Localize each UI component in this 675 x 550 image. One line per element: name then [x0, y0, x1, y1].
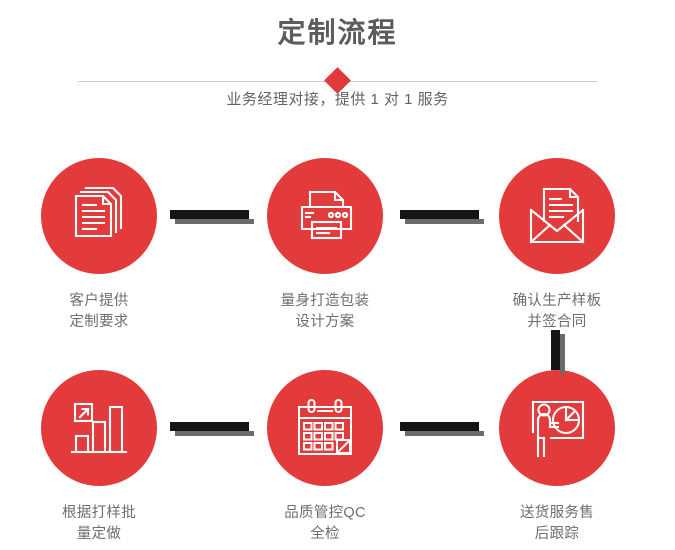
process-flow-section: 客户提供 定制要求 量身 [0, 130, 675, 550]
documents-stack-icon [67, 184, 131, 248]
connector-bar [400, 210, 479, 219]
connector-step2-step3 [400, 210, 484, 224]
presenter-pie-chart-icon [525, 396, 589, 460]
flow-step-2[interactable]: 量身打造包装 设计方案 [245, 158, 405, 333]
flow-step-6-circle[interactable] [499, 370, 615, 486]
page-title: 定制流程 [277, 17, 398, 48]
connector-step1-step2 [170, 210, 254, 224]
envelope-document-icon [525, 184, 589, 248]
flow-step-5-circle[interactable] [267, 370, 383, 486]
flow-step-2-circle[interactable] [267, 158, 383, 274]
flow-step-5[interactable]: 品质管控QC 全检 [245, 370, 405, 545]
flow-step-3-label: 确认生产样板 并签合同 [512, 293, 602, 330]
flow-step-1-label: 客户提供 定制要求 [69, 293, 129, 330]
calendar-check-icon [293, 396, 357, 460]
connector-shadow [405, 431, 484, 436]
connector-shadow [405, 219, 484, 224]
flow-step-4-label: 根据打样批 量定做 [62, 505, 136, 542]
connector-bar [551, 330, 560, 370]
flow-step-4[interactable]: 根据打样批 量定做 [19, 370, 179, 545]
connector-shadow [560, 334, 565, 374]
connector-shadow [175, 219, 254, 224]
connector-step5-step6 [400, 422, 484, 436]
connector-step4-step5 [170, 422, 254, 436]
flow-step-1-circle[interactable] [41, 158, 157, 274]
page-subtitle: 业务经理对接，提供 1 对 1 服务 [226, 91, 449, 108]
connector-bar [170, 422, 249, 431]
connector-bar [400, 422, 479, 431]
connector-shadow [175, 431, 254, 436]
bar-chart-growth-icon [67, 396, 131, 460]
flow-step-3-circle[interactable] [499, 158, 615, 274]
divider [78, 67, 597, 94]
header-section: 定制流程 业务经理对接，提供 1 对 1 服务 [0, 0, 675, 130]
connector-bar [170, 210, 249, 219]
connector-step3-step6 [551, 330, 565, 374]
flow-step-2-label: 量身打造包装 设计方案 [280, 293, 370, 330]
flow-step-1[interactable]: 客户提供 定制要求 [19, 158, 179, 333]
flow-step-4-circle[interactable] [41, 370, 157, 486]
flow-step-3[interactable]: 确认生产样板 并签合同 [477, 158, 637, 333]
printer-icon [293, 184, 357, 248]
flow-step-6[interactable]: 送货服务售 后跟踪 [477, 370, 637, 545]
flow-step-5-label: 品质管控QC 全检 [284, 505, 366, 542]
flow-step-6-label: 送货服务售 后跟踪 [520, 505, 594, 542]
